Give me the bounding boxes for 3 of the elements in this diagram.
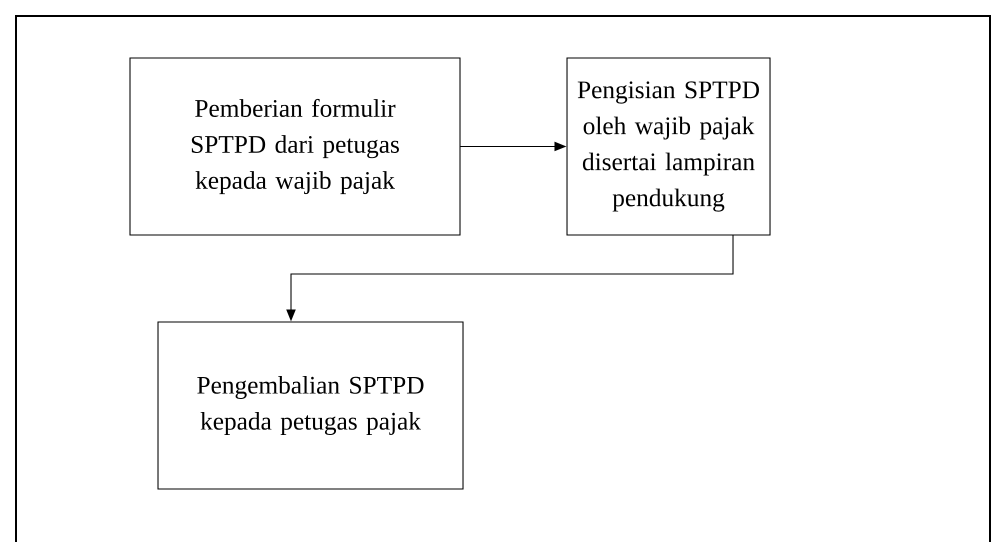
process-box: Pemberian formulir SPTPD dari petugas kepada wajib pajak — [129, 57, 461, 236]
process-box: Pengembalian SPTPD kepada petugas pajak — [157, 321, 464, 490]
process-box: Pengisian SPTPD oleh wajib pajak disertai lampiran pendukung — [566, 57, 771, 236]
